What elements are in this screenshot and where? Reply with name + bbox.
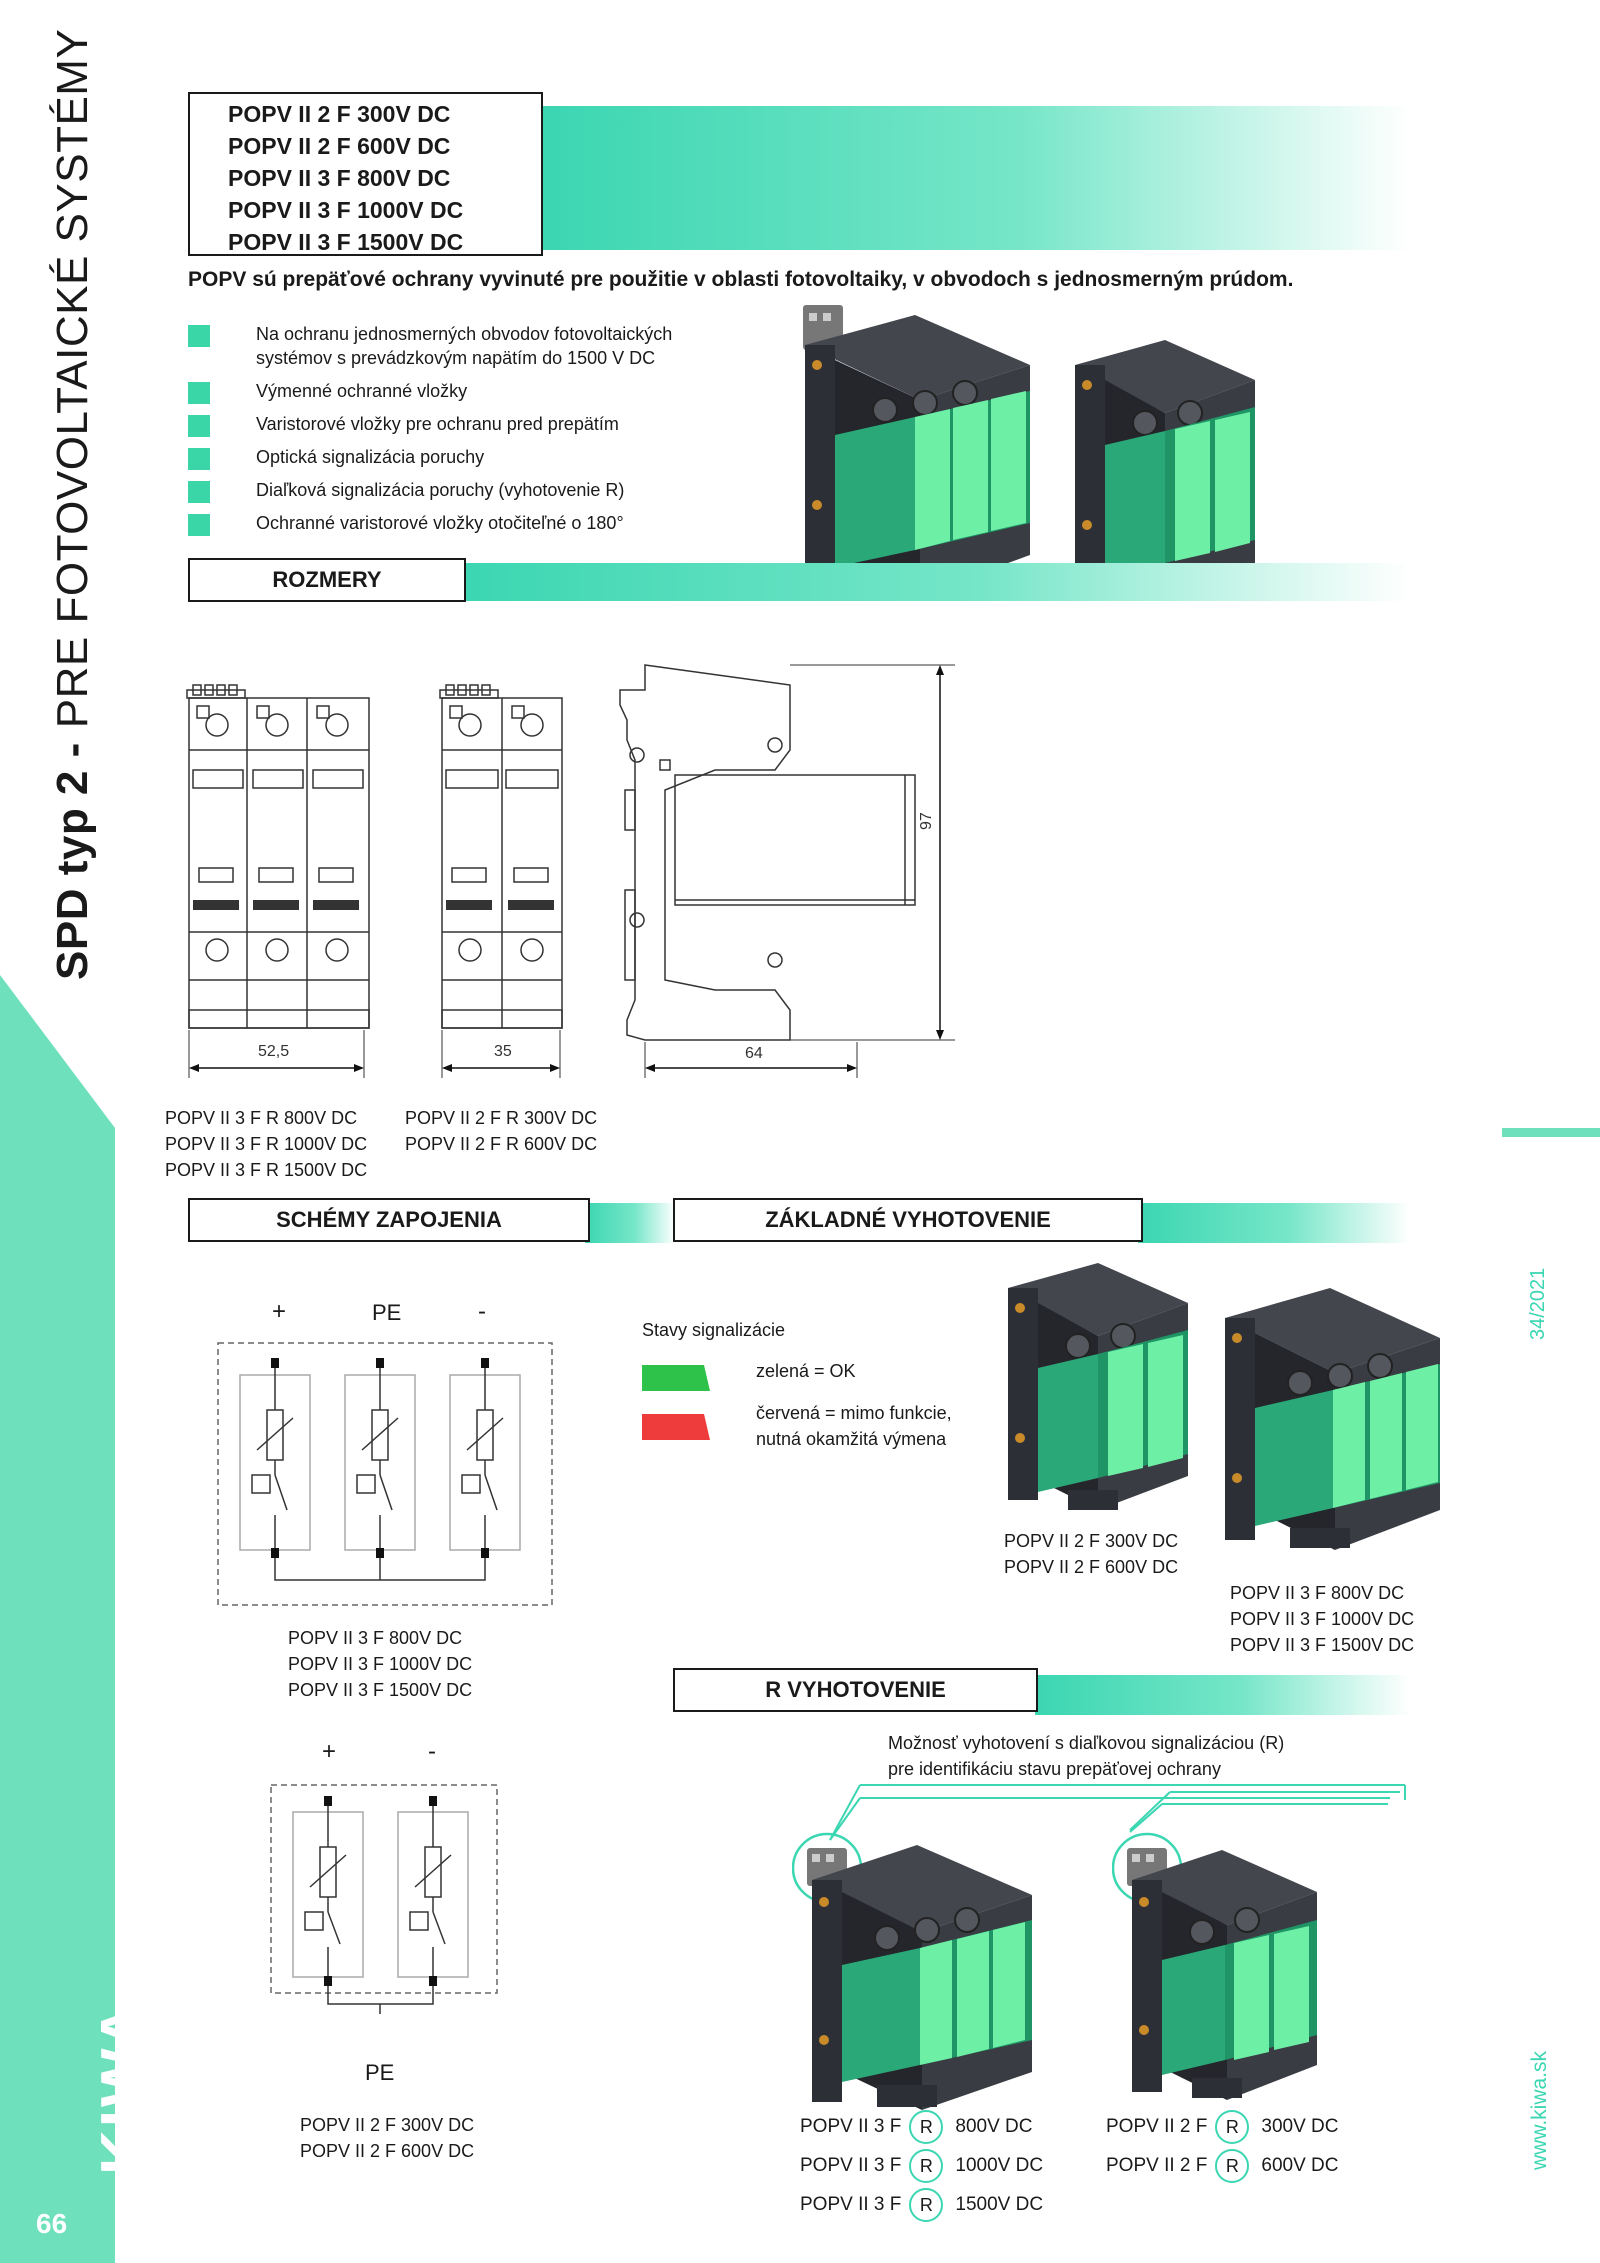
scheme-diagram-two-pole (270, 1784, 498, 2014)
issue-label: 34/2021 (1527, 1267, 1549, 1340)
scheme3-terminal: PE (372, 1300, 402, 1325)
scheme3-terminal: + (272, 1298, 287, 1325)
signal-title: Stavy signalizácie (642, 1320, 786, 1340)
bullet-square-icon (188, 514, 210, 536)
product-image-two-pole (1075, 340, 1255, 600)
signal-red-swatch (642, 1414, 710, 1440)
schemes-gradient-bar (585, 1203, 675, 1243)
feature-item: Ochranné varistorové vložky otočiteľné o… (188, 511, 748, 536)
kiwa-logo: KIWA.sk (89, 1942, 158, 2175)
r-version-gradient-bar (1035, 1675, 1410, 1715)
basic-gradient-bar (1138, 1203, 1410, 1243)
signal-green-text: zelená = OK (756, 1361, 856, 1381)
feature-item: Na ochranu jednosmerných obvodov fotovol… (188, 322, 748, 370)
r-badge: R (909, 2188, 944, 2222)
product-image-r-three-pole (792, 1832, 1032, 2110)
model-item: POPV II 3 F 800V DC (228, 165, 451, 191)
r-version-description: Možnosť vyhotovení s diaľkovou signalizá… (888, 1733, 1285, 1779)
feature-item: Optická signalizácia poruchy (188, 445, 748, 470)
feature-item: Výmenné ochranné vložky (188, 379, 748, 404)
dimension-drawing-three-pole (186, 684, 370, 1078)
section-schemes-title: SCHÉMY ZAPOJENIA (188, 1198, 590, 1242)
model-list-box: POPV II 2 F 300V DC POPV II 2 F 600V DC … (188, 92, 543, 256)
signal-green-swatch (642, 1365, 710, 1391)
website-label: www.kiwa.sk (1528, 2050, 1551, 2170)
vertical-title: SPD typ 2 -PRE FOTOVOLTAICKÉ SYSTÉMY (48, 28, 97, 980)
bullet-square-icon (188, 448, 210, 470)
section-basic-title: ZÁKLADNÉ VYHOTOVENIE (673, 1198, 1143, 1242)
dimension-drawing-side-view (619, 664, 955, 1078)
product-image-r-two-pole (1112, 1832, 1317, 2100)
r-badge: R (1215, 2149, 1250, 2183)
intro-text: POPV sú prepäťové ochrany vyvinuté pre p… (188, 268, 1294, 291)
bullet-square-icon (188, 325, 210, 347)
scheme2-terminal: + (322, 1738, 337, 1765)
product-image-basic-three-pole (1225, 1288, 1440, 1550)
dimension-depth: 64 (745, 1045, 763, 1062)
bullet-square-icon (188, 382, 210, 404)
scheme2-pe-terminal: PE (365, 2060, 395, 2085)
scheme3-terminal: - (478, 1298, 486, 1325)
model-item: POPV II 3 F 1500V DC (228, 229, 464, 255)
section-r-version-title: R VYHOTOVENIE (673, 1668, 1038, 1712)
model-item: POPV II 2 F 600V DC (228, 133, 451, 159)
feature-item: Diaľková signalizácia poruchy (vyhotoven… (188, 478, 748, 503)
side-accent-line (1502, 1128, 1600, 1137)
dimension-height: 97 (918, 812, 935, 830)
model-item: POPV II 2 F 300V DC (228, 101, 451, 127)
r-badge: R (909, 2110, 944, 2144)
product-image-three-pole (803, 305, 1030, 595)
r-badge: R (909, 2149, 944, 2183)
r-badge: R (1215, 2110, 1250, 2144)
r-version-callout-lines (829, 1784, 1406, 1841)
dimension-drawing-two-pole (439, 684, 563, 1078)
dimensions-gradient-bar (460, 563, 1410, 601)
page-number: 66 (36, 2208, 68, 2239)
feature-list: Na ochranu jednosmerných obvodov fotovol… (188, 322, 748, 544)
left-green-band (0, 975, 115, 2263)
dimension-width-two: 35 (494, 1043, 512, 1060)
header-gradient-bar (540, 106, 1410, 250)
signal-red-text: červená = mimo funkcie,nutná okamžitá vý… (756, 1403, 952, 1449)
model-item: POPV II 3 F 1000V DC (228, 197, 464, 223)
scheme2-terminal: - (428, 1738, 436, 1765)
section-dimensions-title: ROZMERY (188, 558, 466, 602)
scheme-diagram-three-pole (217, 1342, 553, 1606)
product-image-basic-two-pole (1008, 1263, 1188, 1510)
dimension-width-three: 52,5 (258, 1043, 290, 1060)
bullet-square-icon (188, 415, 210, 437)
feature-item: Varistorové vložky pre ochranu pred prep… (188, 412, 748, 437)
bullet-square-icon (188, 481, 210, 503)
